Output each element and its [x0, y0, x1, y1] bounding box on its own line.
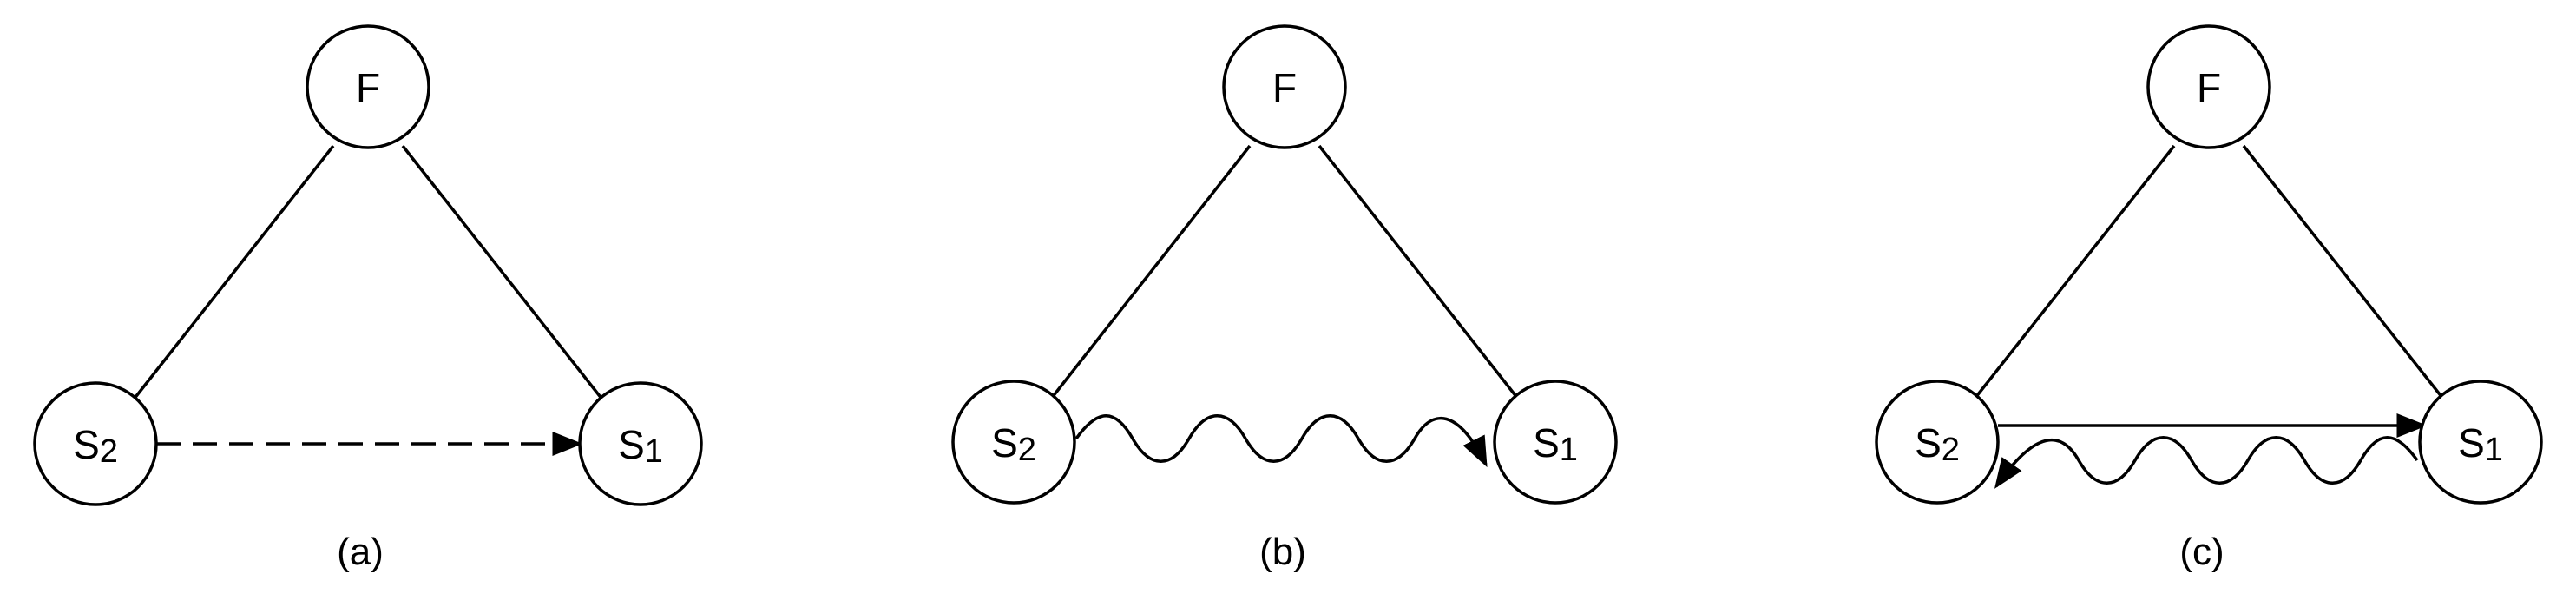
svg-text:S2: S2 [1915, 420, 1960, 468]
svg-text:S2: S2 [73, 422, 118, 470]
node-f: F [2146, 24, 2271, 149]
edge-f-s1 [1318, 144, 1522, 404]
svg-text:S2: S2 [991, 420, 1036, 468]
node-s2-base: S [1915, 420, 1942, 465]
panel-b: F S2 S1 (b) [951, 24, 1618, 573]
node-s1-base: S [618, 422, 645, 467]
panel-a: F S2 S1 (a) [33, 24, 703, 573]
node-s2-base: S [991, 420, 1018, 465]
node-s2-sub: 2 [1942, 432, 1960, 468]
node-f-label: F [2197, 65, 2221, 110]
edge-f-s1 [401, 144, 608, 406]
node-f: F [1222, 24, 1347, 149]
node-s1-sub: 1 [645, 433, 663, 470]
node-s1-base: S [2458, 420, 2485, 465]
edge-f-s2 [128, 144, 335, 406]
node-s1-sub: 1 [1560, 432, 1578, 468]
wavy-arrow-s1-to-s2 [1994, 436, 2419, 489]
node-s2: S2 [1875, 380, 2000, 505]
panel-c: F S2 S1 (c) [1875, 24, 2543, 573]
node-s1: S1 [1493, 380, 1618, 505]
node-s1: S1 [2418, 380, 2543, 505]
svg-text:S1: S1 [618, 422, 663, 470]
wavy-arrow-s2-to-s1 [1074, 414, 1488, 468]
node-s1: S1 [578, 381, 703, 506]
node-f-label: F [1272, 65, 1297, 110]
caption-c: (c) [2179, 531, 2224, 573]
svg-text:S1: S1 [2458, 420, 2503, 468]
node-s2: S2 [33, 381, 158, 506]
node-s2-sub: 2 [1018, 432, 1036, 468]
node-f: F [306, 24, 430, 149]
caption-b: (b) [1259, 531, 1306, 573]
node-s1-sub: 1 [2485, 432, 2503, 468]
node-s1-base: S [1533, 420, 1560, 465]
edge-f-s1 [2242, 144, 2448, 404]
node-f-label: F [356, 65, 380, 110]
caption-a: (a) [337, 531, 384, 573]
node-s2: S2 [951, 380, 1076, 505]
node-s2-base: S [73, 422, 100, 467]
edge-f-s2 [1970, 144, 2176, 404]
edge-f-s2 [1047, 144, 1252, 404]
svg-text:S1: S1 [1533, 420, 1578, 468]
node-s2-sub: 2 [100, 433, 118, 470]
